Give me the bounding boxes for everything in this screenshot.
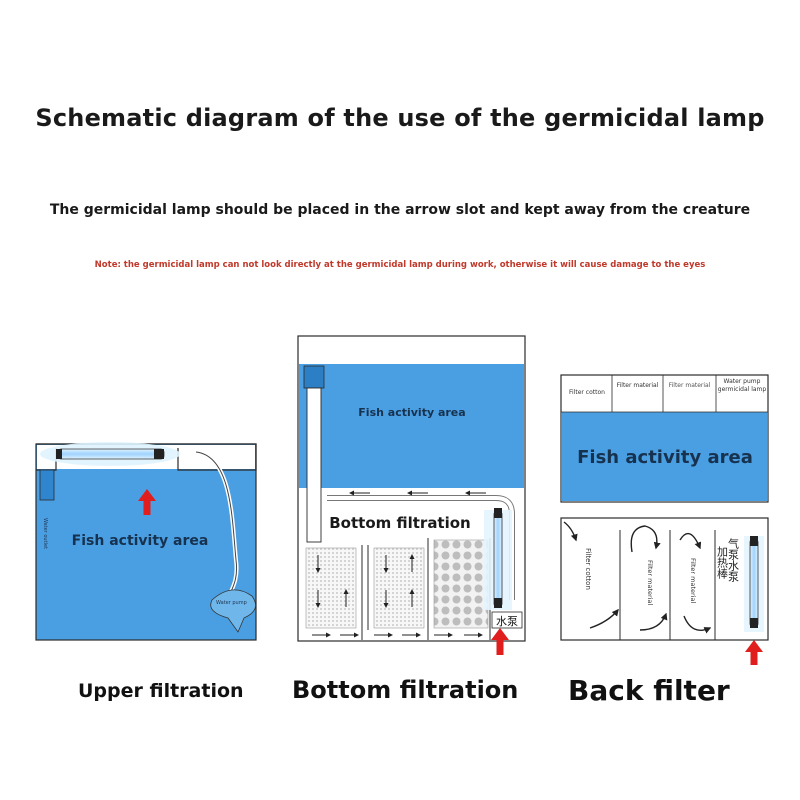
back-cn-label-1: 气泵水泵	[727, 537, 740, 582]
upper-outlet-pipe	[39, 469, 55, 501]
bottom-pump-label: 水泵	[496, 615, 518, 628]
back-lamp-slot-arrow-icon	[745, 640, 763, 665]
germicidal-lamp-icon	[57, 448, 165, 460]
upper-filtration-diagram: Water outlet Water pump Fish activity ar…	[35, 442, 257, 641]
back-cell-2-label: Filter material	[616, 382, 659, 389]
back-filter-diagram: Filter cotton Filter material Filter mat…	[560, 374, 769, 665]
flow-arrows-chambers	[312, 554, 483, 638]
page-subtitle: The germicidal lamp should be placed in …	[49, 202, 751, 218]
back-cell-4: Water pump germicidal lamp	[717, 378, 767, 393]
sponge-chamber-2	[373, 547, 425, 629]
back-vlabel-1: Filter cotton	[584, 548, 592, 590]
back-cell-1-label: Filter cotton	[569, 389, 605, 396]
back-flow-arrows	[563, 521, 712, 634]
water-outlet-label: Water outlet	[42, 518, 48, 549]
back-fish-area-label: Fish activity area	[577, 447, 753, 468]
back-cell-3: Filter material	[668, 382, 711, 389]
sponge-chamber-1	[305, 547, 357, 629]
bottom-fish-area-label: Fish activity area	[358, 406, 465, 419]
back-water	[562, 412, 767, 501]
back-cn-label-2: 加热棒	[716, 546, 729, 580]
bottom-section-label: Bottom filtration	[329, 514, 470, 532]
back-cell-2: Filter material	[616, 382, 659, 389]
back-germicidal-lamp-icon	[749, 539, 759, 627]
page-title: Schematic diagram of the use of the germ…	[35, 104, 765, 132]
water-pump-label: Water pump	[216, 600, 247, 606]
back-vlabel-3: Filter material	[689, 558, 697, 603]
water-pump-icon	[210, 589, 256, 633]
bottom-water	[299, 364, 524, 488]
back-caption: Back filter	[568, 674, 730, 707]
lamp-cap-right	[154, 449, 164, 459]
back-cell-3-label: Filter material	[668, 382, 711, 389]
bottom-germicidal-lamp-icon	[493, 511, 503, 607]
bottom-caption: Bottom filtration	[292, 676, 519, 704]
back-vlabel-2: Filter material	[646, 560, 654, 605]
upper-fish-area-label: Fish activity area	[72, 533, 209, 549]
bottom-pump-box	[491, 611, 523, 629]
bottom-filtration-diagram: Fish activity area Bottom filtration	[297, 335, 526, 655]
bio-ball-chamber	[433, 539, 489, 629]
lamp-slot-arrow-icon	[138, 489, 156, 515]
upper-caption: Upper filtration	[78, 680, 244, 702]
warning-note: Note: the germicidal lamp can not look d…	[94, 260, 706, 270]
bottom-lamp-slot-arrow-icon	[491, 628, 509, 655]
lamp-cap-left	[56, 449, 62, 459]
overflow-pipe	[306, 387, 322, 543]
back-cell-4-label: Water pump germicidal lamp	[717, 378, 767, 393]
